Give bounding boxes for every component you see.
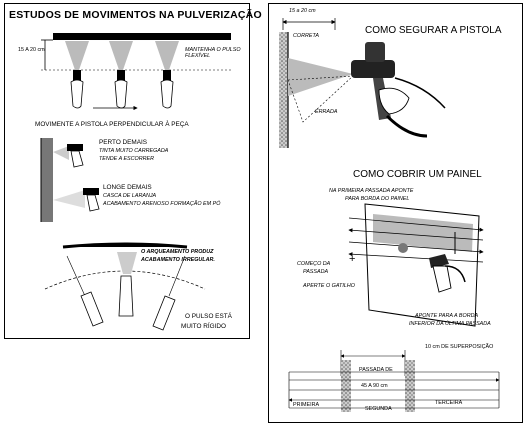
- left-panel-illustrations: [40, 33, 231, 331]
- arching-line1: O ARQUEAMENTO PRODUZ: [141, 249, 214, 255]
- pass-label: PASSADA DE: [359, 367, 393, 373]
- first-pass-note-line1: NA PRIMEIRA PASSADA APONTE: [329, 188, 414, 194]
- aim-note-line2: INFERIOR DA ÚLTIMA PASSADA: [409, 321, 491, 327]
- gun-handling-panel: + 15 a 20 cm COMO SEGURAR A PISTOLA CORR…: [268, 3, 523, 423]
- keep-wrist-flexible-label: MANTENHA O PULSO FLEXÍVEL: [185, 47, 241, 60]
- gun-arched-middle: [117, 252, 137, 317]
- too-close-line1: TINTA MUITO CARREGADA: [99, 148, 169, 154]
- sprayed-surface-bar: [53, 33, 231, 40]
- first-pass-note-line2: PARA BORDA DO PAINEL: [345, 196, 410, 202]
- cover-panel-title: COMO COBRIR UM PAINEL: [353, 169, 482, 180]
- trigger-label: APERTE O GATILHO: [303, 283, 355, 289]
- rigid-wrist-line1: O PULSO ESTÁ: [185, 313, 232, 320]
- pass-range: 45 A 90 cm: [361, 383, 388, 389]
- spray-cone-left: [65, 41, 89, 109]
- first-pass-label: PRIMEIRA: [293, 402, 320, 408]
- hold-gun-title: COMO SEGURAR A PISTOLA: [365, 25, 502, 36]
- too-far-line2: ACABAMENTO ARENOSO FORMAÇÃO EM PÓ: [103, 201, 221, 207]
- too-close-heading: PERTO DEMAIS: [99, 139, 148, 146]
- spray-spot: [398, 243, 408, 253]
- pass-start-line2: PASSADA: [303, 269, 329, 275]
- sprayed-band: [373, 214, 473, 252]
- wrong-label: ERRADA: [315, 109, 338, 115]
- spray-gun-held: [351, 42, 446, 138]
- overlap-band-left: [341, 360, 351, 412]
- spray-studies-title: ESTUDOS DE MOVIMENTOS NA PULVERIZAÇÃO: [9, 9, 262, 21]
- overlap-label: 10 cm DE SUPERPOSIÇÃO: [425, 344, 494, 350]
- wrong-spray-cone: [287, 75, 354, 123]
- wall-surface: [279, 32, 288, 148]
- svg-text:+: +: [349, 253, 355, 265]
- correct-label: CORRETA: [293, 33, 319, 39]
- rigid-wrist-line2: MUITO RÍGIDO: [181, 323, 226, 330]
- perpendicular-caption: MOVIMENTE A PISTOLA PERPENDICULAR À PEÇA: [35, 121, 189, 128]
- hold-distance-label: 15 a 20 cm: [289, 8, 316, 14]
- too-far-heading: LONGE DEMAIS: [103, 184, 152, 191]
- wall-textured: [41, 138, 53, 222]
- too-close-line2: TENDE A ESCORRER: [99, 156, 155, 162]
- pass-arrows: [348, 217, 484, 263]
- pass-lines: [288, 371, 500, 409]
- arched-surface: [62, 242, 188, 249]
- spray-movement-studies-panel: ESTUDOS DE MOVIMENTOS NA PULVERIZAÇÃO 15…: [4, 3, 262, 339]
- spray-cone-right: [155, 41, 179, 109]
- aim-note-line1: APONTE PARA A BORDA: [415, 313, 479, 319]
- gun-too-close: [53, 144, 84, 168]
- arching-line2: ACABAMENTO IRREGULAR.: [141, 257, 215, 263]
- gun-arched-right: [152, 255, 186, 331]
- gun-arched-left: [66, 255, 104, 327]
- gun-too-far: [53, 188, 100, 212]
- correct-spray-cone: [288, 58, 353, 96]
- too-far-line1: CASCA DE LARANJA: [103, 193, 157, 199]
- right-panel-illustrations: +: [279, 18, 500, 412]
- overlap-band-right: [405, 360, 415, 412]
- spray-cone-middle: [109, 41, 133, 109]
- second-pass-label: SEGUNDA: [365, 406, 392, 412]
- distance-label: 15 A 20 cm: [18, 47, 45, 53]
- third-pass-label: TERCEIRA: [435, 400, 463, 406]
- pass-start-line1: COMEÇO DA: [297, 261, 331, 267]
- spray-gun-panel: [429, 232, 466, 293]
